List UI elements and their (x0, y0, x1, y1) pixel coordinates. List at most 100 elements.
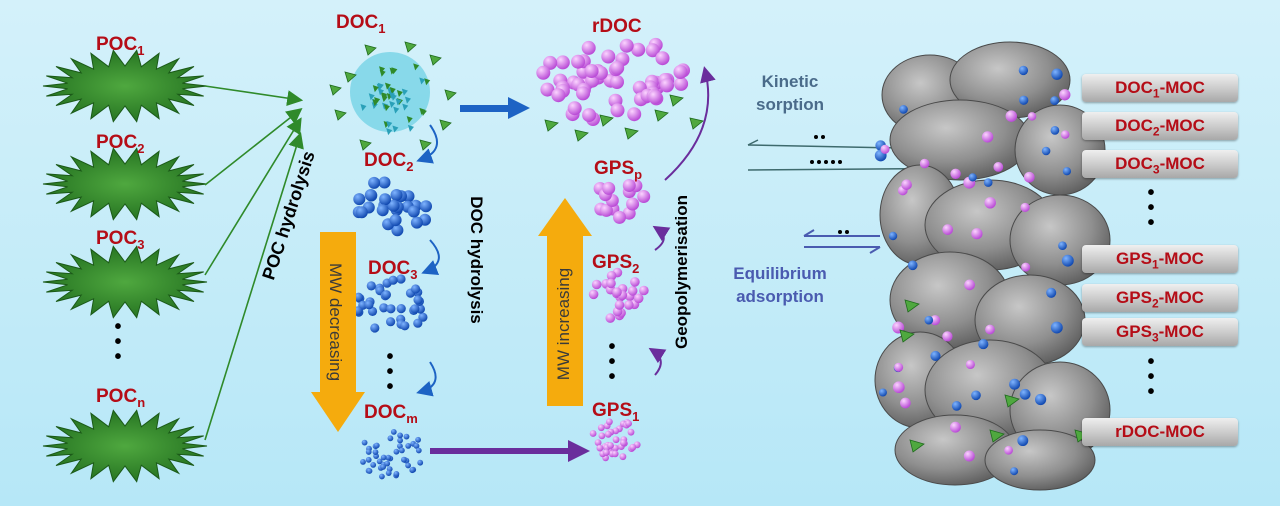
adsorbed-particle (919, 158, 930, 169)
adsorbed-particle (930, 315, 941, 326)
rdoc-particle (581, 40, 596, 55)
adsorbed-particle (1009, 378, 1021, 390)
adsorbed-particle (949, 421, 961, 433)
doc3-particle (370, 323, 380, 333)
docm-particle (387, 435, 394, 442)
doc2-particle (389, 214, 402, 227)
doc-step-arrows (416, 124, 440, 397)
adsorbed-triangle (909, 439, 925, 453)
docm-particle (405, 443, 412, 449)
gps2-particle (627, 286, 638, 296)
rdoc-particle (582, 108, 597, 123)
doc1-fragment (377, 88, 384, 96)
doc2-particle (391, 224, 404, 237)
moc-tag-doc1: DOC1-MOC (1082, 74, 1238, 102)
rdoc-particle (655, 51, 670, 66)
rdoc-particle (555, 55, 570, 70)
doc3-particle (364, 300, 374, 310)
docm-particle (405, 462, 411, 469)
gps1-particle (625, 420, 632, 427)
adsorbed-particle (1021, 262, 1031, 272)
adsorbed-particle (1046, 287, 1057, 298)
kinetic-word: Kinetic (761, 72, 819, 91)
docm-particle (373, 442, 380, 449)
moc-tag-rdoc: rDOC-MOC (1082, 418, 1238, 446)
poc1-label: POC1 (96, 34, 145, 58)
adsorbed-particle (878, 388, 887, 397)
doc1-fragment (401, 88, 408, 96)
gps1-particle (602, 449, 610, 456)
poc-blob-3 (42, 245, 208, 319)
mw-decreasing-arrow (311, 232, 365, 432)
equilibrium-adsorption-label: Equilibrium adsorption (720, 262, 840, 308)
poc-blob-1 (42, 49, 208, 123)
gps1-particle (627, 428, 635, 436)
adsorbed-particle (901, 179, 912, 190)
mw-decreasing-label: MW decreasing (326, 262, 346, 382)
poc-blob-2 (42, 147, 208, 221)
doc-hydrolysis-label: DOC hydrolysis (466, 196, 486, 324)
poc-ellipsis: ••• (114, 316, 122, 368)
doc2-cluster (352, 176, 432, 237)
adsorbed-particle (1020, 202, 1030, 212)
gpsp-particle (626, 197, 640, 211)
adsorbed-particle (1005, 110, 1018, 122)
docm-particle (393, 471, 400, 477)
poc3-label: POC3 (96, 228, 145, 252)
moc-tag-doc3: DOC3-MOC (1082, 150, 1238, 178)
doc2-particle (379, 193, 392, 206)
doc1-triangle (439, 119, 452, 131)
rdoc-particle (610, 103, 625, 118)
doc1-triangle (364, 44, 377, 56)
adsorbed-particle (984, 197, 996, 209)
docm-particle (366, 468, 373, 474)
adsorbed-particle (900, 397, 911, 409)
doc1-triangle (419, 139, 432, 151)
adsorbed-particle (1034, 393, 1047, 406)
rdoc-particle (576, 86, 590, 101)
docm-particle (393, 448, 400, 455)
doc2-particle (353, 193, 366, 206)
doc3-particle (386, 317, 396, 327)
gps1-particle (597, 424, 605, 432)
doc1-label: DOC1 (336, 12, 386, 36)
doc1-fragment (402, 103, 409, 111)
adsorbed-particle (924, 315, 934, 325)
doc2-particle (368, 176, 381, 189)
moc-tag-gps3: GPS3-MOC (1082, 318, 1238, 346)
rdoc-particle (610, 75, 624, 89)
doc1-fragment (407, 124, 414, 132)
adsorbed-particle (968, 173, 977, 182)
docm-particle (376, 458, 383, 465)
rdoc-triangle (574, 129, 589, 142)
moc-doc-ellipsis: ••• (1147, 182, 1155, 234)
adsorbed-particle (1019, 388, 1031, 400)
doc1-fragment (389, 100, 396, 108)
doc1-triangle (429, 54, 442, 66)
docm-particle (413, 443, 420, 449)
rdoc-particle (674, 76, 689, 91)
doc2-particle (364, 189, 377, 201)
rdoc-triangle (624, 127, 639, 140)
gps1-particle (619, 453, 627, 461)
doc1-triangle (344, 71, 357, 83)
doc1-cluster (329, 41, 457, 151)
mw-increasing-label: MW increasing (554, 267, 574, 381)
kinetic-dots (810, 135, 842, 164)
adsorbed-particle (971, 228, 983, 240)
gpsp-particle (613, 210, 626, 224)
gps2-cluster (588, 267, 649, 323)
docm-particle (365, 449, 372, 455)
doc1-fragment (389, 91, 396, 99)
adsorbed-particle (978, 339, 989, 350)
doc3-particle (411, 284, 421, 294)
adsorbed-particle (1023, 171, 1035, 183)
doc1-fragment (406, 116, 413, 124)
docm-particle (372, 449, 379, 455)
adsorbed-particle (981, 131, 994, 143)
adsorbed-particle (963, 450, 975, 462)
adsorbed-particle (965, 359, 975, 370)
adsorbed-particles (874, 65, 1090, 476)
docm-particle (401, 456, 407, 463)
